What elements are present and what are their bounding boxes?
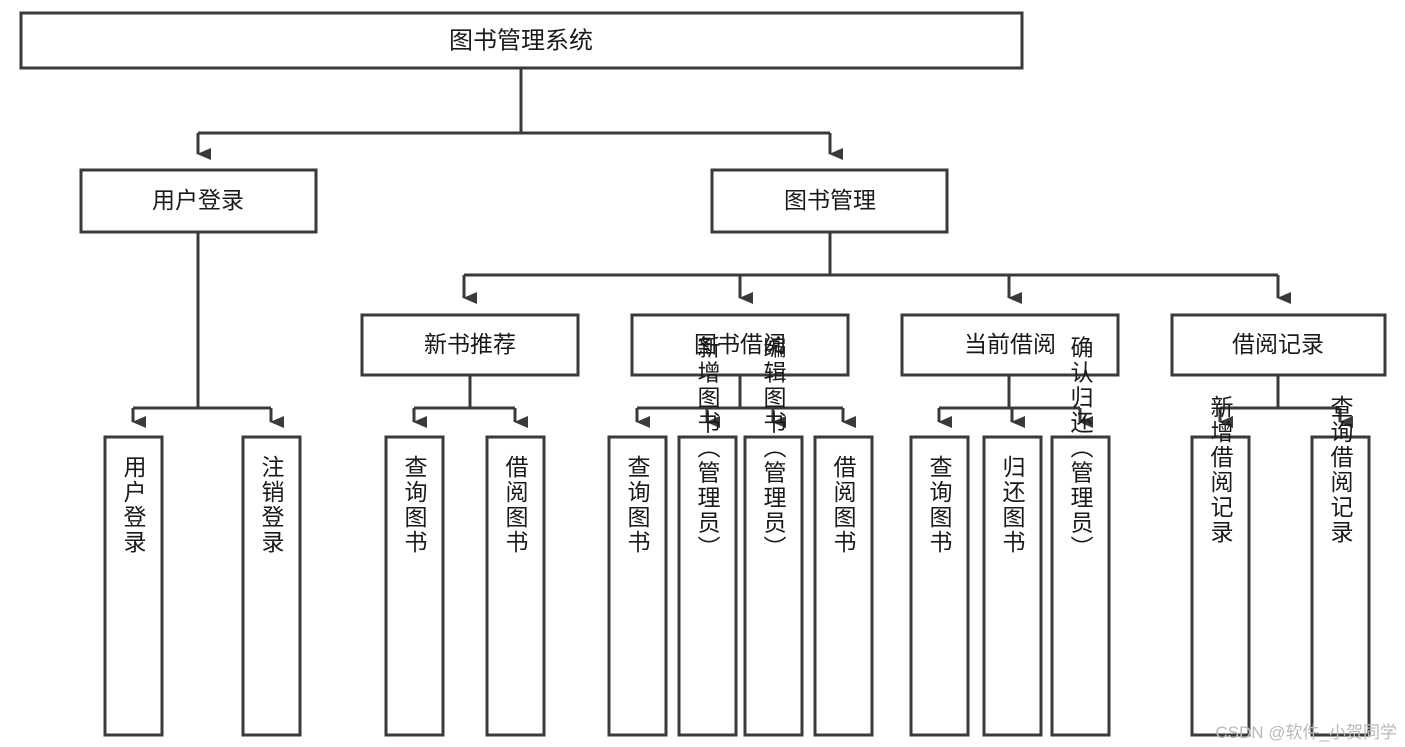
node-leaf-query-book-b[interactable]: 查询图书: [607, 435, 668, 737]
node-leaf-logout-label: 注销登录: [258, 455, 285, 555]
node-book-manage[interactable]: 图书管理: [710, 168, 949, 234]
node-leaf-return-book[interactable]: 归还图书: [982, 435, 1043, 737]
node-book-manage-label: 图书管理: [784, 187, 876, 213]
node-leaf-add-borrow-record-rect[interactable]: [1190, 435, 1251, 737]
node-leaf-query-book-c-rect[interactable]: [909, 435, 970, 737]
node-leaf-confirm-return-admin[interactable]: 确认归还（管理员）: [1050, 336, 1111, 737]
node-leaf-query-book-c-label: 查询图书: [926, 455, 953, 555]
node-leaf-query-book-a-rect[interactable]: [384, 435, 445, 737]
node-leaf-return-book-rect[interactable]: [982, 435, 1043, 737]
node-leaf-borrow-book-b-rect[interactable]: [813, 435, 874, 737]
connector-group-user-login: [131, 232, 284, 428]
node-user-login-rect[interactable]: [79, 168, 318, 234]
node-book-borrow[interactable]: 图书借阅: [630, 313, 850, 377]
node-leaf-query-book-b-rect[interactable]: [607, 435, 668, 737]
node-leaf-borrow-book-a[interactable]: 借阅图书: [485, 435, 546, 737]
node-leaf-edit-book-admin-rect[interactable]: [743, 435, 804, 737]
node-leaf-edit-book-admin[interactable]: 编辑图书（管理员）: [743, 336, 804, 737]
node-leaf-user-login-rect[interactable]: [103, 435, 164, 737]
node-leaf-user-login-label: 用户登录: [120, 455, 147, 555]
connector-group-current: [937, 375, 1093, 428]
node-leaf-borrow-book-b[interactable]: 借阅图书: [813, 435, 874, 737]
node-current-borrow-label: 当前借阅: [964, 331, 1056, 357]
connector-group-root: [196, 68, 843, 160]
node-new-book-recommend-label: 新书推荐: [424, 331, 516, 357]
node-leaf-user-login[interactable]: 用户登录: [103, 435, 164, 737]
node-leaf-query-book-b-label: 查询图书: [624, 455, 651, 555]
node-leaf-query-book-a-label: 查询图书: [401, 455, 428, 555]
node-borrow-records-rect[interactable]: [1170, 313, 1387, 377]
node-current-borrow-rect[interactable]: [900, 313, 1120, 377]
node-leaf-add-borrow-record-label: 新增借阅记录: [1207, 395, 1234, 545]
node-leaf-borrow-book-b-label: 借阅图书: [830, 455, 857, 555]
node-root[interactable]: 图书管理系统: [19, 11, 1024, 70]
node-leaf-confirm-return-admin-label: 确认归还（管理员）: [1067, 336, 1094, 561]
node-book-borrow-label: 图书借阅: [694, 331, 786, 357]
node-leaf-query-borrow-record[interactable]: 查询借阅记录: [1310, 395, 1371, 737]
csdn-watermark: CSDN @软件_小贺同学: [1215, 723, 1397, 742]
node-leaf-return-book-label: 归还图书: [999, 455, 1026, 555]
connector-group-borrow: [635, 375, 856, 428]
connector-group-records: [1218, 375, 1353, 428]
node-current-borrow[interactable]: 当前借阅: [900, 313, 1120, 377]
node-borrow-records-label: 借阅记录: [1232, 331, 1324, 357]
connector-group-new-book: [412, 375, 528, 428]
node-leaf-confirm-return-admin-rect[interactable]: [1050, 435, 1111, 737]
node-leaf-edit-book-admin-label: 编辑图书（管理员）: [760, 336, 787, 561]
node-leaf-logout-rect[interactable]: [241, 435, 302, 737]
node-leaf-add-book-admin-rect[interactable]: [677, 435, 738, 737]
node-root-label: 图书管理系统: [449, 27, 593, 54]
node-borrow-records[interactable]: 借阅记录: [1170, 313, 1387, 377]
node-leaf-borrow-book-a-rect[interactable]: [485, 435, 546, 737]
node-leaf-query-book-c[interactable]: 查询图书: [909, 435, 970, 737]
node-root-rect[interactable]: [19, 11, 1024, 70]
node-leaf-add-book-admin-label: 新增图书（管理员）: [694, 336, 721, 561]
node-user-login-label: 用户登录: [152, 187, 244, 213]
node-leaf-query-borrow-record-rect[interactable]: [1310, 435, 1371, 737]
node-leaf-query-borrow-record-label: 查询借阅记录: [1327, 395, 1354, 545]
node-leaf-add-borrow-record[interactable]: 新增借阅记录: [1190, 395, 1251, 737]
connector-group-book-manage: [462, 232, 1291, 304]
node-leaf-query-book-a[interactable]: 查询图书: [384, 435, 445, 737]
node-new-book-recommend[interactable]: 新书推荐: [360, 313, 580, 377]
node-book-borrow-rect[interactable]: [630, 313, 850, 377]
node-new-book-recommend-rect[interactable]: [360, 313, 580, 377]
node-leaf-logout[interactable]: 注销登录: [241, 435, 302, 737]
node-leaf-add-book-admin[interactable]: 新增图书（管理员）: [677, 336, 738, 737]
node-book-manage-rect[interactable]: [710, 168, 949, 234]
node-user-login[interactable]: 用户登录: [79, 168, 318, 234]
node-leaf-borrow-book-a-label: 借阅图书: [502, 455, 529, 555]
